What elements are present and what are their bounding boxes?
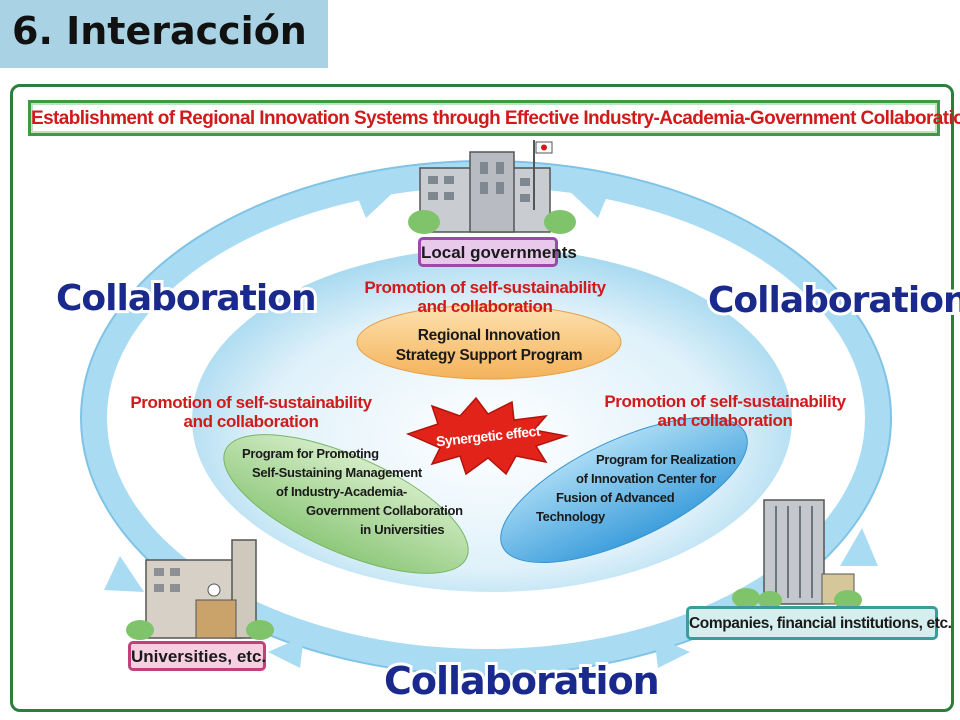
- synergy-burst: [405, 396, 569, 476]
- slide-title: 6. Interacción: [12, 9, 307, 53]
- promotion-label-top: Promotion of self-sustainability and col…: [364, 278, 606, 316]
- arrowhead-top-right: [566, 184, 612, 218]
- promotion-label-left: Promotion of self-sustainability and col…: [130, 393, 372, 431]
- government-building-illustration: [408, 140, 576, 234]
- regional-program-ellipse: [356, 304, 622, 380]
- collaboration-label-bottom: Collaboration: [384, 659, 659, 703]
- company-building-illustration: [732, 499, 862, 610]
- diagram-banner: Establishment of Regional Innovation Sys…: [28, 100, 960, 136]
- regional-program-text: Regional Innovation Strategy Support Pro…: [395, 327, 583, 364]
- slide-title-bar: 6. Interacción: [0, 0, 328, 68]
- arrowhead-bottom-left: [268, 636, 304, 668]
- universities-program-text: Program for Promoting Self-Sustaining Ma…: [242, 446, 463, 537]
- university-building-illustration: [126, 539, 274, 640]
- promotion-label-right: Promotion of self-sustainability and col…: [604, 392, 846, 430]
- arrowhead-right-bottom: [840, 528, 878, 566]
- collaboration-label-right: Collaboration: [708, 280, 960, 321]
- innovation-center-program-text: Program for Realization of Innovation Ce…: [536, 452, 736, 524]
- universities-label: Universities, etc.: [128, 641, 266, 671]
- universities-program-ellipse: [223, 434, 469, 574]
- arrowhead-bottom-right: [654, 636, 690, 668]
- arrowhead-top-left: [352, 184, 398, 218]
- companies-label: Companies, financial institutions, etc.: [686, 606, 952, 640]
- banner-text: Establishment of Regional Innovation Sys…: [31, 108, 960, 129]
- collaboration-label-left: Collaboration: [56, 278, 316, 319]
- local-governments-label: Local governments: [418, 237, 577, 267]
- arrowhead-left-bottom: [104, 556, 144, 592]
- innovation-center-program-ellipse: [500, 416, 748, 564]
